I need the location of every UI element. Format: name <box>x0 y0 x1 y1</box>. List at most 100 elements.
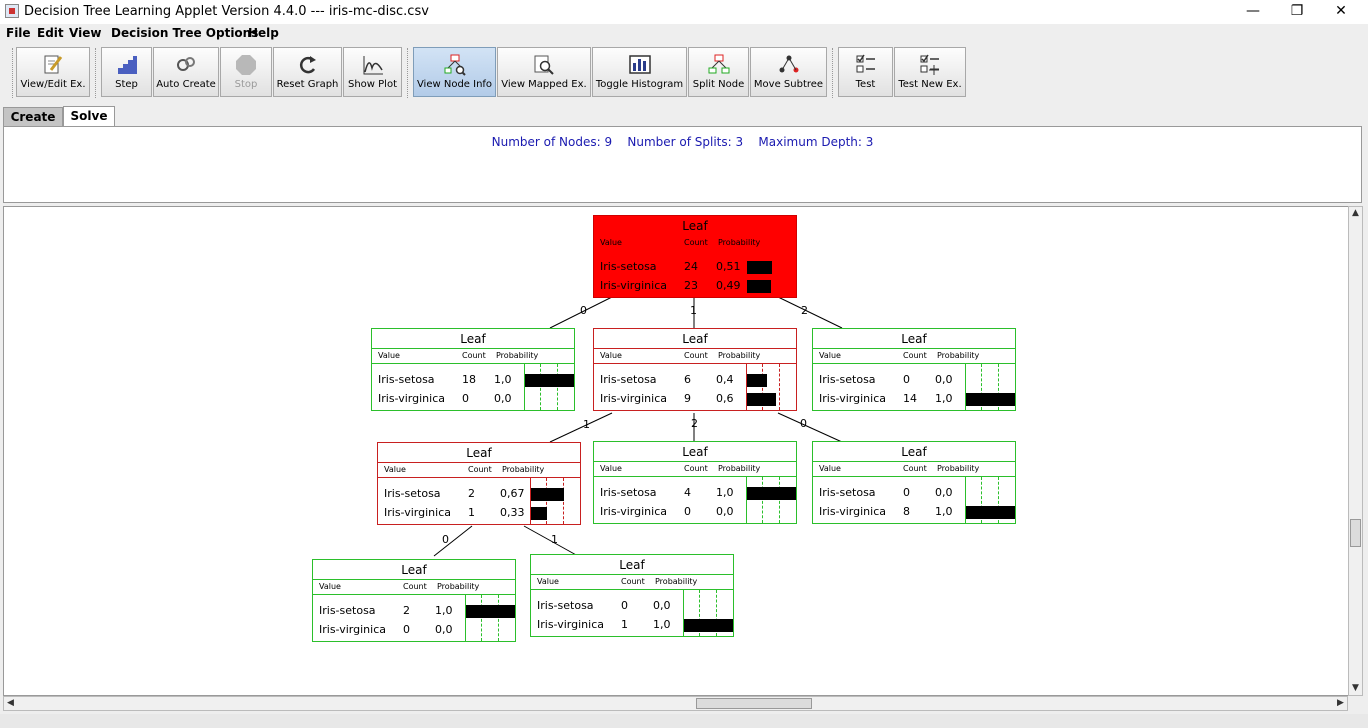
minimize-button[interactable]: — <box>1246 3 1260 19</box>
split-node-button[interactable]: Split Node <box>688 47 749 97</box>
tree-edges <box>433 295 843 557</box>
node-divider <box>372 363 574 364</box>
probability-histogram <box>524 364 575 410</box>
menu-view[interactable]: View <box>69 26 102 40</box>
menu-file[interactable]: File <box>6 26 31 40</box>
node-info-icon <box>444 54 466 76</box>
view-edit-label: View/Edit Ex. <box>20 79 86 90</box>
window-title: Decision Tree Learning Applet Version 4.… <box>24 4 429 19</box>
vertical-scrollbar[interactable]: ▲ ▼ <box>1348 206 1363 696</box>
view-edit-examples-button[interactable]: View/Edit Ex. <box>16 47 90 97</box>
reset-arrow-icon <box>299 56 316 74</box>
class-probability: 0,0 <box>716 505 734 518</box>
value-header: Value <box>819 351 841 360</box>
edge-line <box>549 295 615 329</box>
count-header: Count <box>684 464 708 473</box>
move-subtree-button[interactable]: Move Subtree <box>750 47 827 97</box>
step-stairs-icon <box>117 56 137 74</box>
step-button[interactable]: Step <box>101 47 152 97</box>
class-probability: 1,0 <box>494 373 512 386</box>
class-count: 1 <box>468 506 475 519</box>
probability-header: Probability <box>437 582 480 591</box>
toolbar-grip[interactable] <box>832 48 835 98</box>
stop-label: Stop <box>234 79 258 90</box>
vertical-scroll-thumb[interactable] <box>1350 519 1361 547</box>
test-label: Test <box>855 79 876 90</box>
title-bar: Decision Tree Learning Applet Version 4.… <box>0 0 1368 24</box>
class-probability: 0,4 <box>716 373 734 386</box>
class-value: Iris-virginica <box>600 505 667 518</box>
menu-edit[interactable]: Edit <box>37 26 64 40</box>
tab-solve[interactable]: Solve <box>63 106 115 126</box>
horizontal-scroll-thumb[interactable] <box>696 698 812 709</box>
count-header: Count <box>684 238 708 247</box>
stop-button[interactable]: Stop <box>220 47 272 97</box>
toolbar-grip[interactable] <box>407 48 410 98</box>
test-button[interactable]: Test <box>838 47 893 97</box>
info-panel: Number of Nodes: 9 Number of Splits: 3 M… <box>3 126 1362 203</box>
probability-histogram <box>746 364 797 410</box>
show-plot-button[interactable]: Show Plot <box>343 47 402 97</box>
scroll-up-icon[interactable]: ▲ <box>1352 208 1359 218</box>
node-divider <box>594 461 796 462</box>
menu-help[interactable]: Help <box>248 26 279 40</box>
node-divider <box>813 348 1015 349</box>
node-divider <box>813 363 1015 364</box>
edge-label: 1 <box>583 418 590 431</box>
class-probability: 0,0 <box>935 486 953 499</box>
node-title: Leaf <box>901 332 927 346</box>
reset-graph-button[interactable]: Reset Graph <box>273 47 342 97</box>
toolbar-grip[interactable] <box>12 48 15 98</box>
auto-create-button[interactable]: Auto Create <box>153 47 219 97</box>
class-probability: 0,0 <box>653 599 671 612</box>
menu-decision-tree-options[interactable]: Decision Tree Options <box>111 26 259 40</box>
class-probability: 0,0 <box>435 623 453 636</box>
plot-icon <box>363 56 383 75</box>
maximize-button[interactable]: ❐ <box>1290 3 1304 19</box>
close-button[interactable]: ✕ <box>1335 3 1347 19</box>
count-header: Count <box>468 465 492 474</box>
split-node-icon <box>708 54 729 74</box>
checklist-icon <box>856 54 875 73</box>
node-divider <box>531 589 733 590</box>
edge-line <box>775 295 843 329</box>
probability-histogram <box>965 477 1016 523</box>
probability-histogram <box>965 364 1016 410</box>
class-count: 0 <box>903 373 910 386</box>
probability-header: Probability <box>937 464 980 473</box>
horizontal-scrollbar[interactable]: ◀ ▶ <box>3 696 1348 711</box>
edge-label: 2 <box>691 417 698 430</box>
class-count: 4 <box>684 486 691 499</box>
stop-octagon-icon <box>236 55 256 75</box>
class-probability: 1,0 <box>935 392 953 405</box>
tab-create[interactable]: Create <box>3 107 63 126</box>
probability-bar <box>747 393 776 406</box>
edge-line <box>777 412 843 443</box>
edge-label: 2 <box>801 304 808 317</box>
class-value: Iris-setosa <box>819 486 876 499</box>
view-node-info-button[interactable]: View Node Info <box>413 47 496 97</box>
view-mapped-examples-button[interactable]: View Mapped Ex. <box>497 47 591 97</box>
view-mapped-label: View Mapped Ex. <box>501 79 587 90</box>
scroll-left-icon[interactable]: ◀ <box>7 698 14 708</box>
scroll-down-icon[interactable]: ▼ <box>1352 683 1359 693</box>
toolbar-grip[interactable] <box>95 48 98 98</box>
toggle-histogram-button[interactable]: Toggle Histogram <box>592 47 687 97</box>
count-header: Count <box>403 582 427 591</box>
split-node-label: Split Node <box>692 79 745 90</box>
class-probability: 0,51 <box>716 260 741 273</box>
count-header: Count <box>684 351 708 360</box>
class-probability: 0,0 <box>494 392 512 405</box>
scroll-right-icon[interactable]: ▶ <box>1337 698 1344 708</box>
test-new-example-button[interactable]: Test New Ex. <box>894 47 966 97</box>
